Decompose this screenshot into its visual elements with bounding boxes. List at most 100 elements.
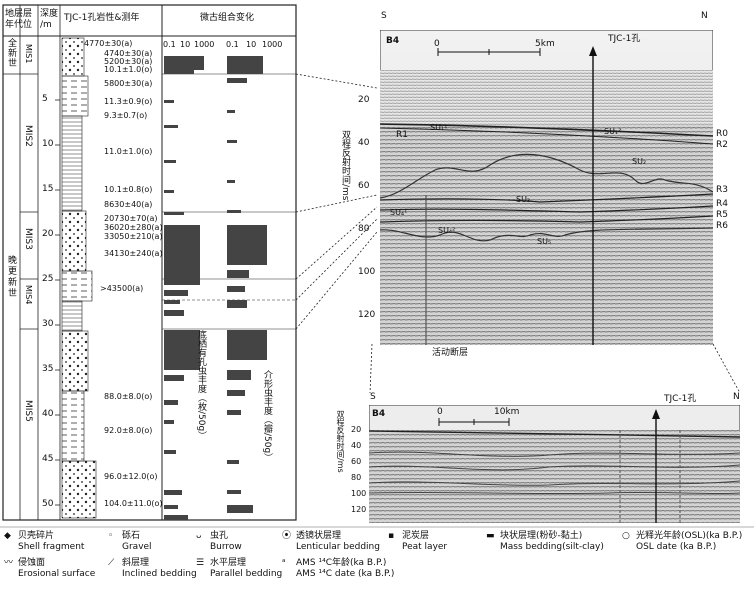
scale-label-1: 0.1 bbox=[163, 40, 176, 49]
legend-en: Burrow bbox=[210, 542, 242, 552]
top-scale-0: 0 bbox=[434, 39, 440, 49]
scale-label-2: 10 bbox=[180, 40, 191, 49]
seismic-profile-bottom bbox=[369, 405, 740, 523]
legend-zh: 泥炭层 bbox=[402, 531, 430, 541]
age-label: 10.1±1.0(o) bbox=[104, 65, 153, 74]
legend-zh: AMS ¹⁴C年龄(ka B.P.) bbox=[296, 558, 387, 568]
age-label: 4740±30(a) bbox=[104, 49, 153, 58]
age-label: 10.1±0.8(o) bbox=[104, 185, 153, 194]
header-depth: 深度 /m bbox=[40, 9, 59, 30]
abundance-bar bbox=[164, 505, 178, 509]
lenticular-icon: ⦿ bbox=[282, 531, 292, 541]
mis1-label: MIS1 bbox=[24, 44, 33, 64]
bottom-S-label: S bbox=[370, 392, 376, 402]
abundance-bar bbox=[227, 370, 251, 380]
bottom-N-label: N bbox=[733, 392, 740, 402]
top-ytick: 100 bbox=[358, 267, 376, 277]
header-micro: 微古组合变化 bbox=[200, 13, 255, 23]
inclined-icon: ⟋ bbox=[108, 558, 115, 568]
scale-label-3: 1000 bbox=[194, 40, 215, 49]
abundance-bar bbox=[164, 160, 176, 163]
top-line-label: B4 bbox=[386, 36, 400, 46]
reflector-r1: R1 bbox=[396, 130, 408, 140]
reflector-label: R3 bbox=[716, 185, 728, 195]
su1a-label: SU₁¹ bbox=[430, 123, 448, 132]
abundance-bar bbox=[164, 125, 178, 128]
abundance-bar bbox=[227, 110, 235, 113]
bottom-well-label: TJC-1孔 bbox=[664, 394, 697, 404]
su5-label: SU₅ bbox=[537, 237, 552, 246]
su2-label: SU₂ bbox=[632, 157, 647, 166]
mis3-label: MIS3 bbox=[23, 228, 33, 250]
legend-en: AMS ¹⁴C date (ka B.P.) bbox=[296, 569, 395, 579]
abundance-bar bbox=[227, 140, 237, 143]
abundance-bar bbox=[164, 300, 180, 304]
top-scale-5: 5km bbox=[535, 39, 555, 49]
gravel-icon: ◦ bbox=[108, 531, 114, 541]
age-label: 8630±40(a) bbox=[104, 200, 153, 209]
abundance-bar bbox=[227, 225, 267, 265]
abundance-bar bbox=[164, 70, 194, 74]
legend-item: ○光释光年龄(OSL)(ka B.P.)OSL date (ka B.P.) bbox=[622, 531, 742, 553]
abundance-bar bbox=[227, 78, 247, 83]
legend-en: Parallel bedding bbox=[210, 569, 283, 579]
bottom-ytick: 100 bbox=[351, 489, 367, 498]
abundance-bar bbox=[227, 490, 241, 494]
legend-zh: 块状层理(粉砂-黏土) bbox=[500, 531, 583, 541]
ostracod-axis-label: 介形虫丰度（瓣/50g） bbox=[262, 370, 272, 463]
age-label: 5200±30(a) bbox=[104, 57, 153, 66]
legend-zh: 虫孔 bbox=[210, 531, 229, 541]
abundance-bar bbox=[227, 270, 249, 278]
header-era: 地层 年代 bbox=[5, 9, 24, 30]
fault-label: 活动断层 bbox=[432, 348, 469, 358]
su1b-label: SU₁² bbox=[604, 127, 622, 136]
abundance-bar bbox=[164, 212, 184, 215]
abundance-bar bbox=[227, 460, 239, 464]
abundance-bar bbox=[164, 400, 178, 405]
legend-zh: 透镜状层理 bbox=[296, 531, 342, 541]
depth-label: 40 bbox=[42, 409, 54, 419]
mis4-label: MIS4 bbox=[24, 285, 33, 305]
top-ytick: 20 bbox=[358, 95, 370, 105]
reflector-label: R6 bbox=[716, 221, 728, 231]
header-core: TJC-1孔岩性&测年 bbox=[64, 13, 140, 23]
bottom-ytick: 120 bbox=[351, 505, 367, 514]
top-ytick: 40 bbox=[358, 138, 370, 148]
age-label: 96.0±12.0(o) bbox=[104, 472, 158, 481]
abundance-bar bbox=[227, 390, 245, 396]
age-label: 34130±240(a) bbox=[104, 249, 163, 258]
depth-label: 25 bbox=[42, 274, 54, 284]
abundance-bar bbox=[164, 375, 184, 381]
bottom-yaxis-label: 双程反射时间/ms bbox=[336, 410, 345, 473]
bottom-ytick: 20 bbox=[351, 425, 362, 434]
legend-en: Erosional surface bbox=[18, 569, 96, 579]
depth-label: 5 bbox=[42, 94, 48, 104]
scale-label-5: 10 bbox=[246, 40, 257, 49]
abundance-bar bbox=[164, 225, 200, 285]
legend-en: Inclined bedding bbox=[122, 569, 197, 579]
age-label: 33050±210(a) bbox=[104, 232, 163, 241]
depth-label: 15 bbox=[42, 184, 54, 194]
mass-bedding-icon: ▬ bbox=[486, 531, 495, 541]
depth-label: 50 bbox=[42, 499, 54, 509]
legend-zh: 侵蚀面 bbox=[18, 558, 46, 568]
bottom-scale-10: 10km bbox=[494, 407, 520, 417]
age-label: 92.0±8.0(o) bbox=[104, 426, 153, 435]
legend-en: Mass bedding(silt-clay) bbox=[500, 542, 604, 552]
osl-icon: ○ bbox=[622, 531, 630, 541]
top-ytick: 120 bbox=[358, 310, 376, 320]
bottom-ytick: 80 bbox=[351, 473, 362, 482]
erosion-icon: 〰 bbox=[4, 558, 14, 568]
depth-label: 30 bbox=[42, 319, 54, 329]
age-label: 104.0±11.0(o) bbox=[104, 499, 163, 508]
abundance-bar bbox=[227, 56, 263, 74]
top-well-label: TJC-1孔 bbox=[608, 34, 641, 44]
legend-zh: 砾石 bbox=[122, 531, 141, 541]
top-yaxis-label: 双程反射时间/ms bbox=[340, 130, 350, 201]
